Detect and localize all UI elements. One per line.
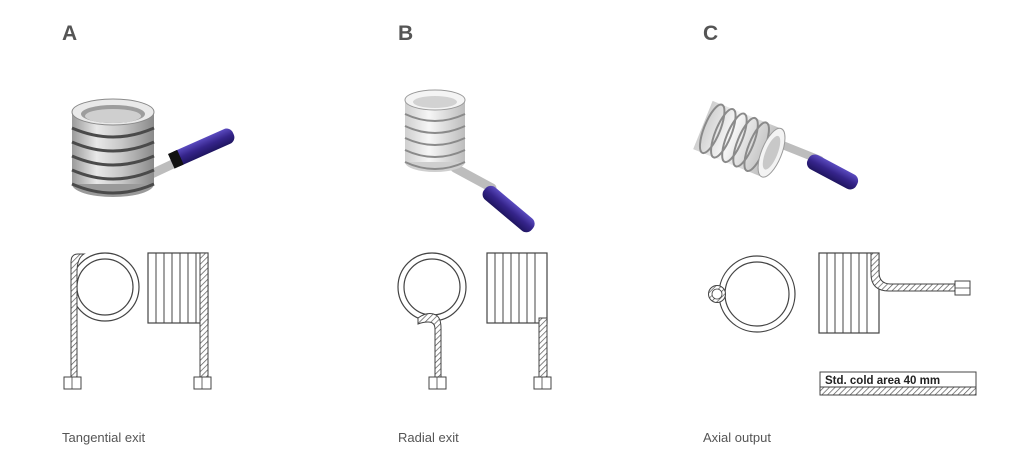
coil-drawing-radial: [397, 252, 552, 390]
panel-b-letter: B: [398, 22, 414, 45]
panel-a-caption: Tangential exit: [62, 430, 146, 445]
panel-c-letter: C: [703, 22, 719, 45]
panel-c-caption: Axial output: [703, 430, 771, 445]
cold-area-label: Std. cold area 40 mm: [825, 375, 940, 387]
panel-b-caption: Radial exit: [398, 430, 459, 445]
cold-area-legend: Std. cold area 40 mm: [819, 371, 977, 396]
coil-3d-tangential: [71, 98, 235, 197]
panel-a-letter: A: [62, 22, 78, 45]
coil-3d-radial: [404, 89, 535, 233]
coil-drawing-axial: [708, 252, 971, 334]
coil-3d-axial: [693, 100, 859, 190]
coil-drawing-tangential: [63, 252, 212, 390]
